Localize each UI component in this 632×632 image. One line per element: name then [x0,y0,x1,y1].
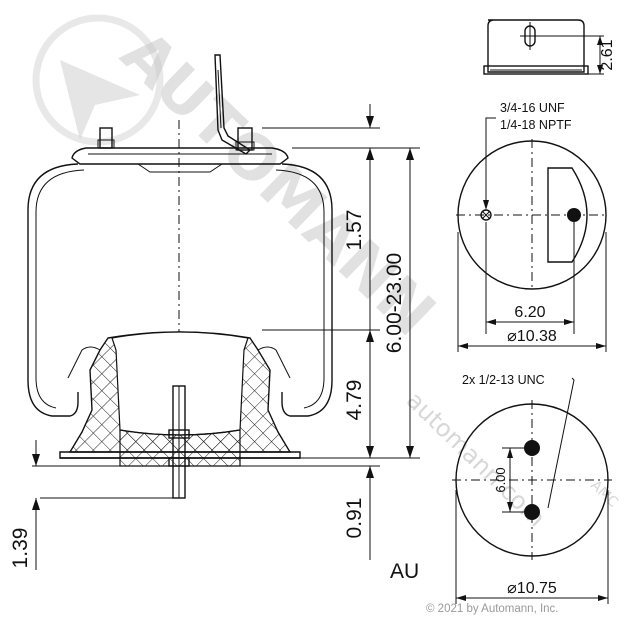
bottom-view: 2x 1/2-13 UNC 6.00 ⌀10.75 [452,373,612,604]
dim-1-39: 1.39 [9,528,32,569]
dim-lower-dia: ⌀10.75 [507,580,557,597]
air-fitting [214,54,255,155]
dim-4-79: 4.79 [343,380,366,421]
dim-top-height: 2.61 [599,39,616,70]
dim-upper-dia: ⌀10.38 [507,328,557,345]
dim-range: 6.00-23.00 [383,253,406,353]
thread-2: 1/4-18 NPTF [500,118,572,132]
piston [59,331,301,467]
top-view: 3/4-16 UNF 1/4-18 NPTF 6.20 ⌀10.38 [456,101,608,352]
stud-hole-icon [567,208,581,222]
air-spring-side-view [27,54,333,500]
dim-upper-offset: 6.20 [514,304,545,321]
plate-side-view: 2.61 [483,19,616,75]
dim-bolt-spacing: 6.00 [493,467,508,492]
thread-1: 3/4-16 UNF [500,101,565,115]
bellows-left [27,163,79,417]
dim-0-91: 0.91 [343,498,366,539]
bolt-hole-top-icon [524,440,540,456]
bellows-right [281,163,333,417]
bolt-hole-bottom-icon [524,504,540,520]
bead-plate [71,147,289,165]
side-view-dimensions: 1.57 6.00-23.00 4.79 0.91 1.39 [9,104,420,570]
part-code: AU [390,560,419,583]
copyright: © 2021 by Automann, Inc. [426,603,559,615]
bolt-note: 2x 1/2-13 UNC [462,373,545,387]
dim-1-57: 1.57 [343,210,366,251]
